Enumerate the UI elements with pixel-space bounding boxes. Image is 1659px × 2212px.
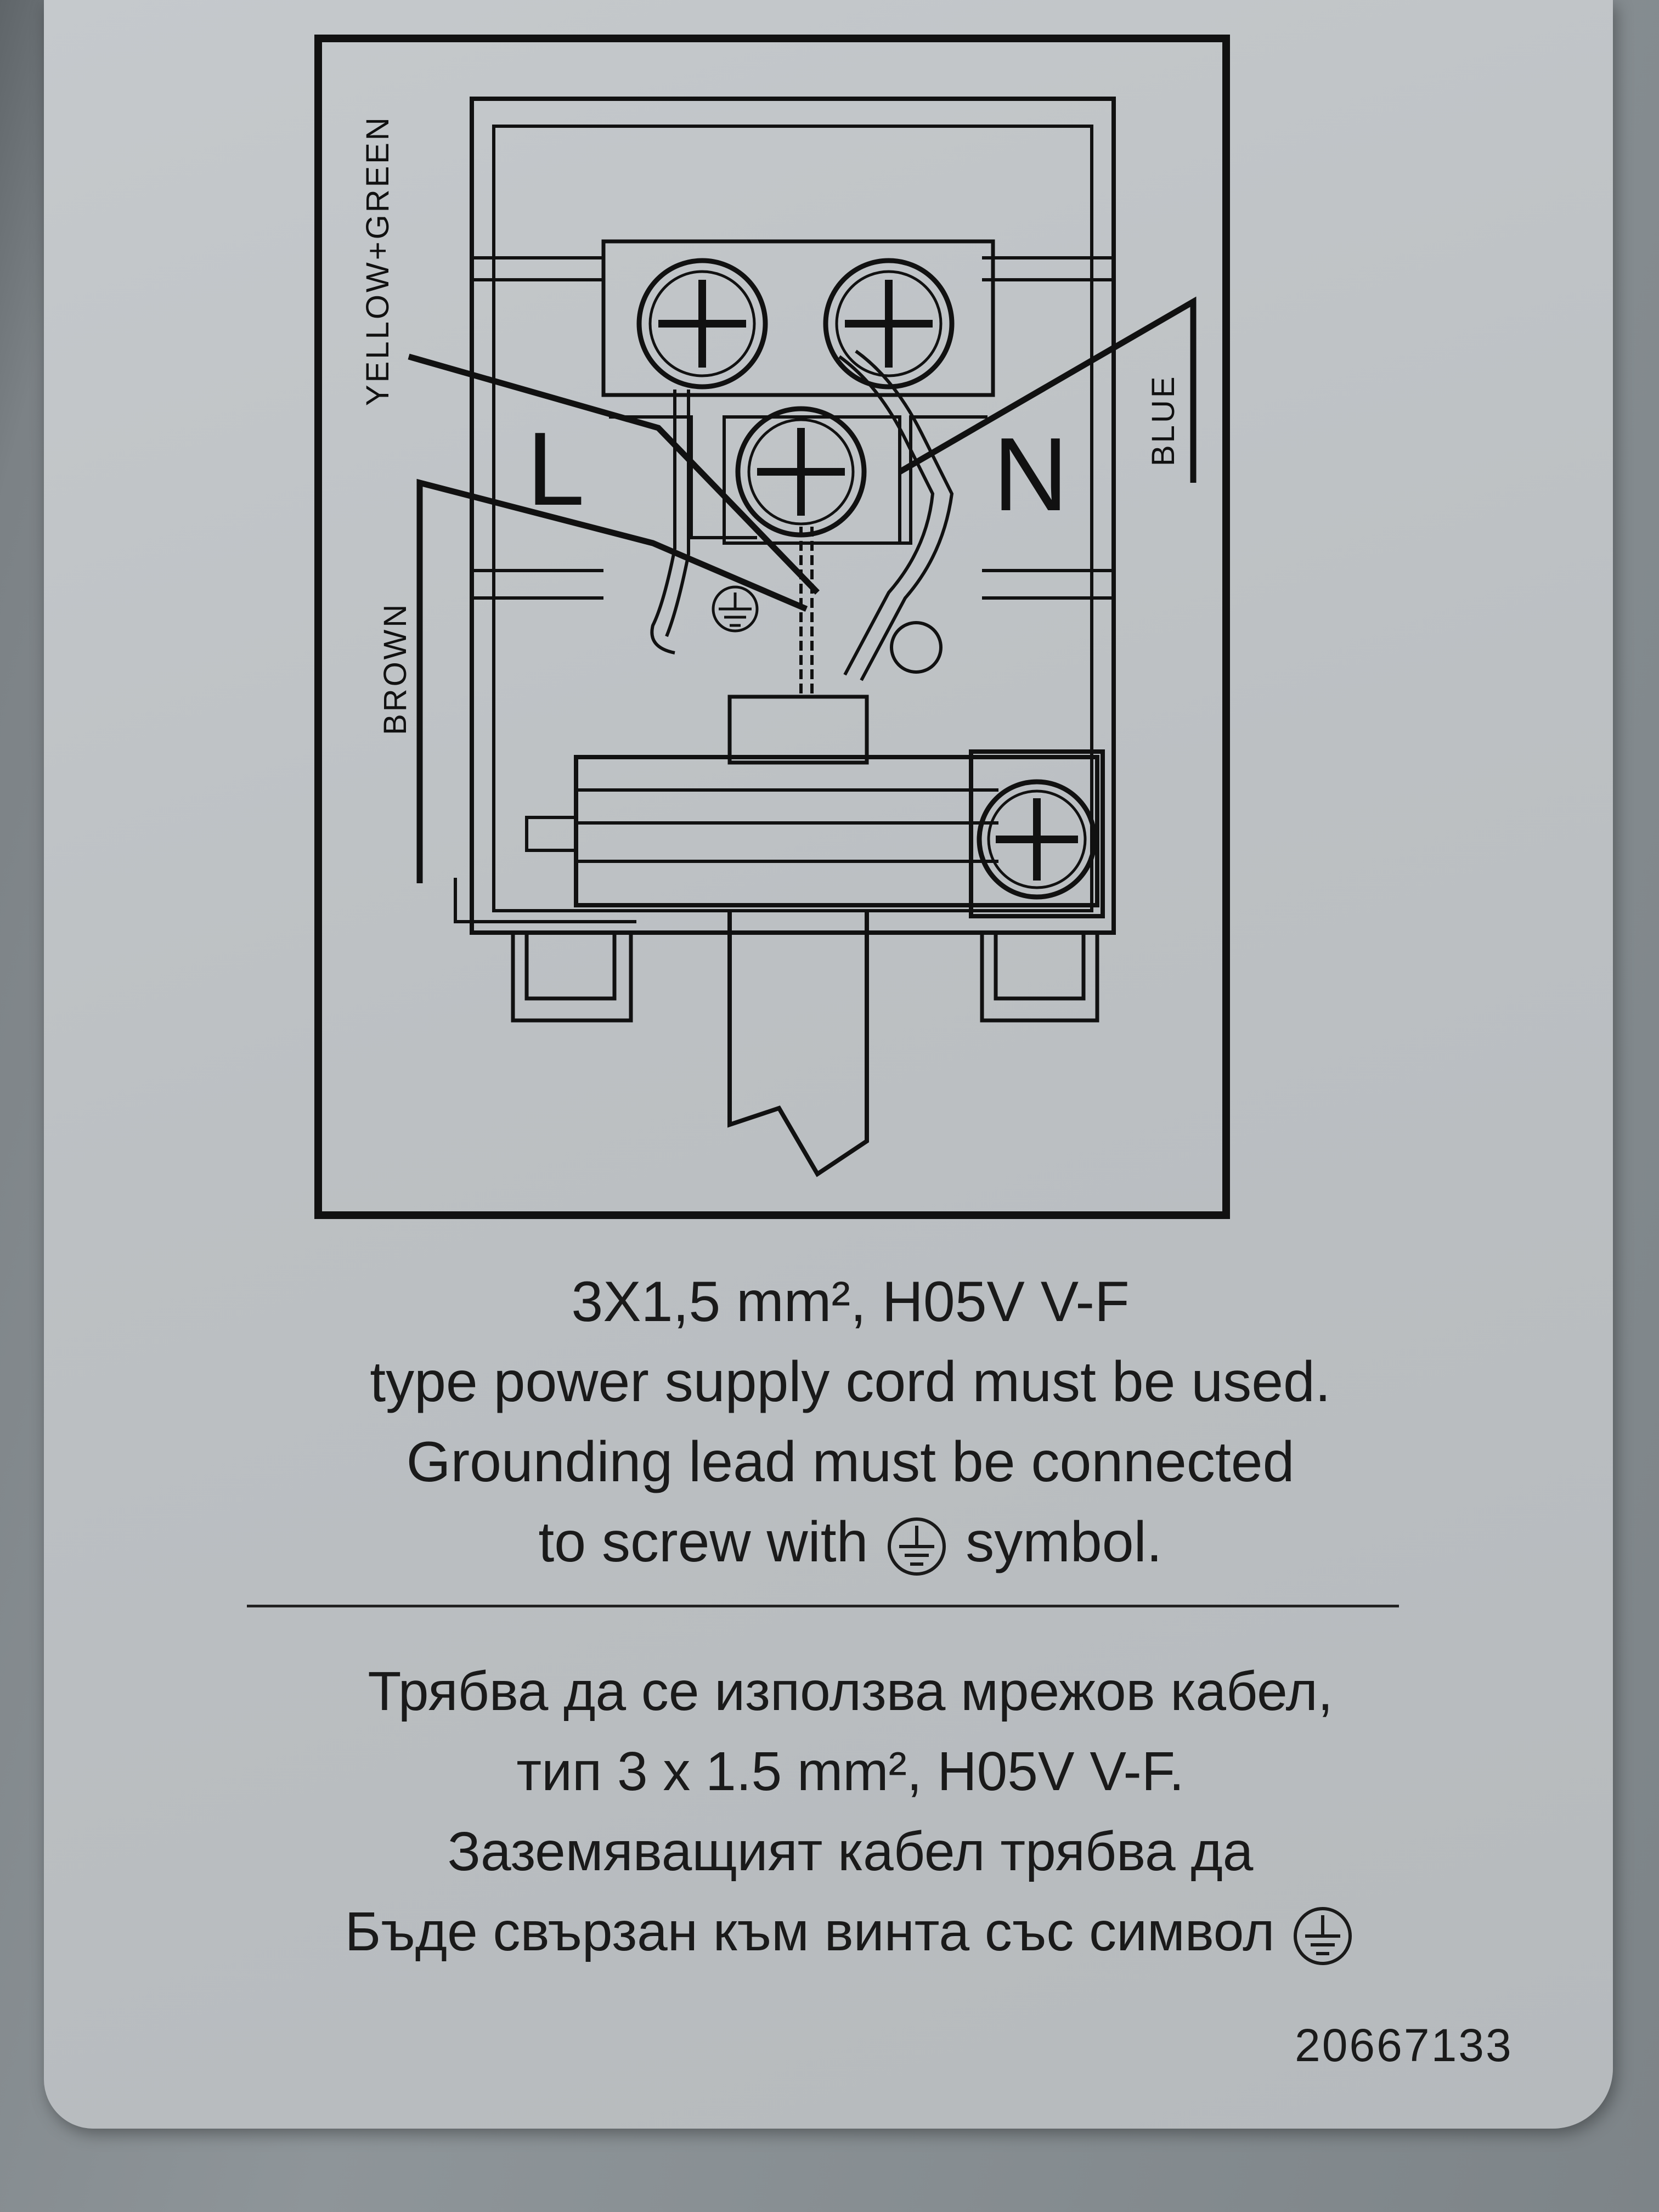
divider	[247, 1605, 1399, 1607]
diagram-frame	[314, 35, 1230, 1219]
bg-line-3: Заземяващият кабел трябва да	[447, 1821, 1254, 1882]
bulgarian-instructions: Трябва да се използва мрежов кабел, тип …	[219, 1651, 1481, 1972]
wire-label-yellow-green: YELLOW+GREEN	[360, 115, 396, 406]
bg-line-4: Бъде свързан към винта със символ	[219, 1892, 1481, 1972]
wiring-diagram: YELLOW+GREEN BLUE BROWN L N	[314, 35, 1230, 1219]
bg-line-1: Трябва да се използва мрежов кабел,	[368, 1661, 1333, 1722]
grounding-line: Grounding lead must be connected	[406, 1430, 1295, 1494]
neutral-wire-internal	[838, 349, 954, 681]
leader-yellow-green	[408, 353, 820, 595]
wire-label-blue: BLUE	[1146, 374, 1181, 466]
leader-brown	[416, 478, 808, 883]
screw-icon	[977, 779, 1097, 900]
screw-icon	[823, 258, 955, 390]
earth-ground-icon	[888, 1517, 946, 1576]
earth-ground-icon	[1294, 1906, 1352, 1965]
terminal-letter-l: L	[527, 411, 585, 527]
terminal-housing	[470, 97, 1116, 935]
bg-line-2: тип 3 x 1.5 mm², H05V V-F.	[516, 1741, 1184, 1802]
screw-icon	[636, 258, 768, 390]
earth-wire-internal	[799, 527, 814, 697]
screw-symbol-line: to screw with symbol.	[219, 1502, 1481, 1582]
english-instructions: 3X1,5 mm², H05V V-F type power supply co…	[219, 1262, 1481, 1582]
cable-spec-line: 3X1,5 mm², H05V V-F	[571, 1270, 1130, 1334]
earth-ground-icon	[712, 585, 759, 633]
instruction-label	[44, 0, 1613, 2129]
terminal-letter-n: N	[993, 416, 1068, 533]
leader-blue	[898, 296, 1197, 483]
part-number: 20667133	[1295, 2019, 1513, 2071]
cord-type-line: type power supply cord must be used.	[370, 1350, 1331, 1414]
wire-label-brown: BROWN	[377, 602, 413, 735]
power-cord	[727, 911, 869, 1177]
screw-icon	[735, 406, 867, 538]
